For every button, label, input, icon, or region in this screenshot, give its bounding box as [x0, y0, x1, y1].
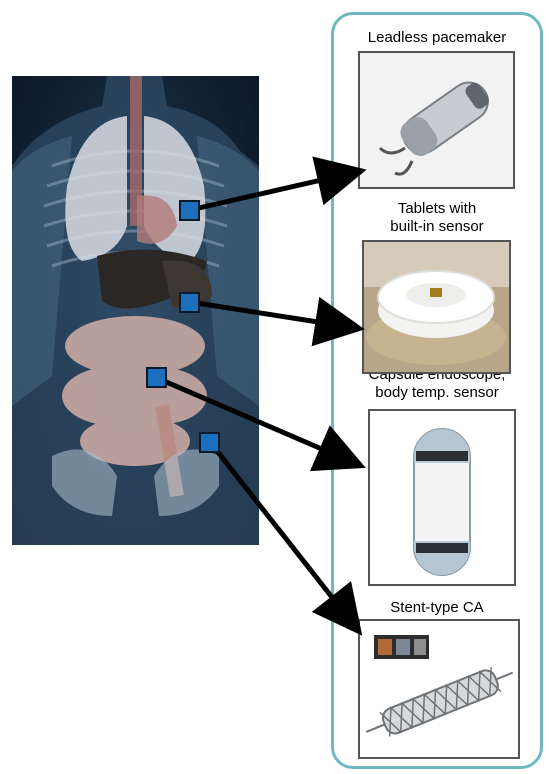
anatomy-drawing: [12, 76, 259, 545]
human-anatomy-image: [12, 76, 259, 545]
capsule-endoscope-photo: [368, 409, 516, 586]
device-label-leadless-pacemaker: Leadless pacemaker: [331, 29, 543, 47]
sensor-tablet-photo: [362, 240, 511, 374]
device-label-stent-type-ca: Stent-type CA: [331, 599, 543, 617]
stent-photo: [358, 619, 520, 759]
leadless-pacemaker-photo: [358, 51, 515, 189]
device-label-tablets: Tablets with built-in sensor: [331, 200, 543, 236]
